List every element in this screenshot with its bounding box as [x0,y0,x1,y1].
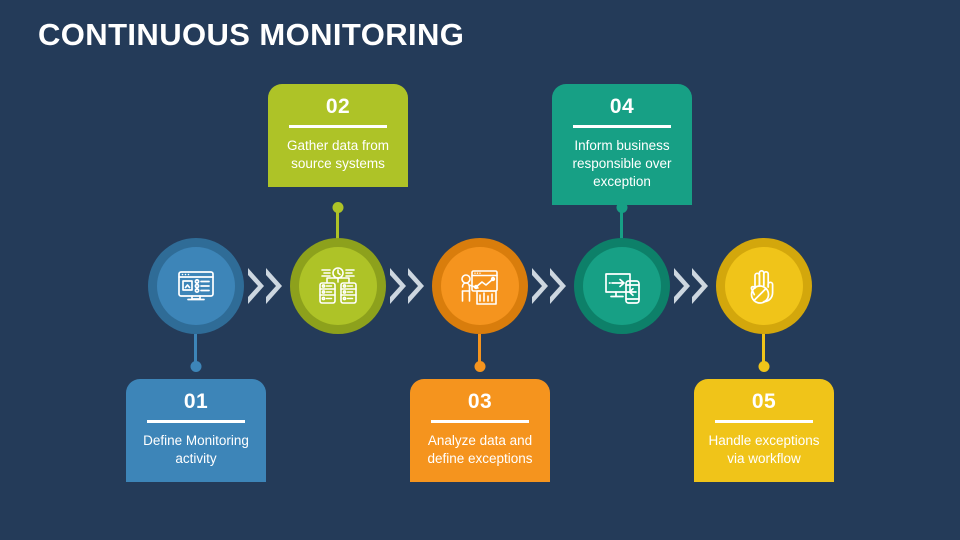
desktop-dashboard-icon [171,261,221,311]
chevron-right-icon [550,268,566,304]
chevron-right-icon [408,268,424,304]
step-node-03[interactable] [432,238,528,334]
step-number: 01 [183,390,209,413]
analytics-presenter-icon [455,261,505,311]
step-card-04[interactable]: 04 Inform business responsible over exce… [552,84,692,218]
hand-stop-icon [739,261,789,311]
step-node-03-inner [441,247,519,325]
step-node-04[interactable] [574,238,670,334]
step-description: Define Monitoring activity [143,433,249,466]
step-connector-02 [332,200,343,240]
step-connector-03 [474,334,485,372]
connector-line [478,334,481,366]
step-node-02[interactable] [290,238,386,334]
step-node-04-inner [583,247,661,325]
connector-line [762,334,765,366]
divider [431,420,529,423]
card-shadow [700,477,828,495]
card-shadow [416,477,544,495]
step-arrow-3-4 [532,268,584,304]
step-number: 05 [751,390,777,413]
card-shadow [274,182,402,200]
chevron-right-icon [532,268,548,304]
step-node-01[interactable] [148,238,244,334]
connector-dot [332,202,343,213]
device-transfer-icon [597,261,647,311]
connector-dot [190,361,201,372]
step-node-02-inner [299,247,377,325]
chevron-right-icon [248,268,264,304]
divider [573,125,671,128]
step-node-05[interactable] [716,238,812,334]
connector-line [620,208,623,240]
step-description: Gather data from source systems [286,138,390,171]
step-connector-05 [758,334,769,372]
connector-line [336,208,339,240]
step-arrow-2-3 [390,268,442,304]
step-arrow-1-2 [248,268,300,304]
chevron-right-icon [692,268,708,304]
step-connector-01 [190,334,201,372]
card-shadow [132,477,260,495]
step-arrow-4-5 [674,268,726,304]
step-description: Analyze data and define exceptions [427,433,533,466]
step-node-01-inner [157,247,235,325]
chevron-right-icon [674,268,690,304]
step-connector-04 [616,200,627,240]
connector-dot [616,202,627,213]
step-card-05[interactable]: 05 Handle exceptions via workflow [694,379,834,495]
connector-line [194,334,197,366]
step-description: Handle exceptions via workflow [708,433,820,466]
connector-dot [758,361,769,372]
chevron-right-icon [266,268,282,304]
step-card-02[interactable]: 02 Gather data from source systems [268,84,408,200]
page-title: CONTINUOUS MONITORING [38,17,465,52]
chevron-right-icon [390,268,406,304]
step-number: 04 [609,95,635,118]
step-description: Inform business responsible over excepti… [572,138,672,189]
server-sync-icon [313,261,363,311]
connector-dot [474,361,485,372]
step-card-01[interactable]: 01 Define Monitoring activity [126,379,266,495]
step-number: 03 [467,390,493,413]
step-card-03[interactable]: 03 Analyze data and define exceptions [410,379,550,495]
step-node-05-inner [725,247,803,325]
divider [715,420,813,423]
divider [147,420,245,423]
step-number: 02 [325,95,351,118]
divider [289,125,387,128]
